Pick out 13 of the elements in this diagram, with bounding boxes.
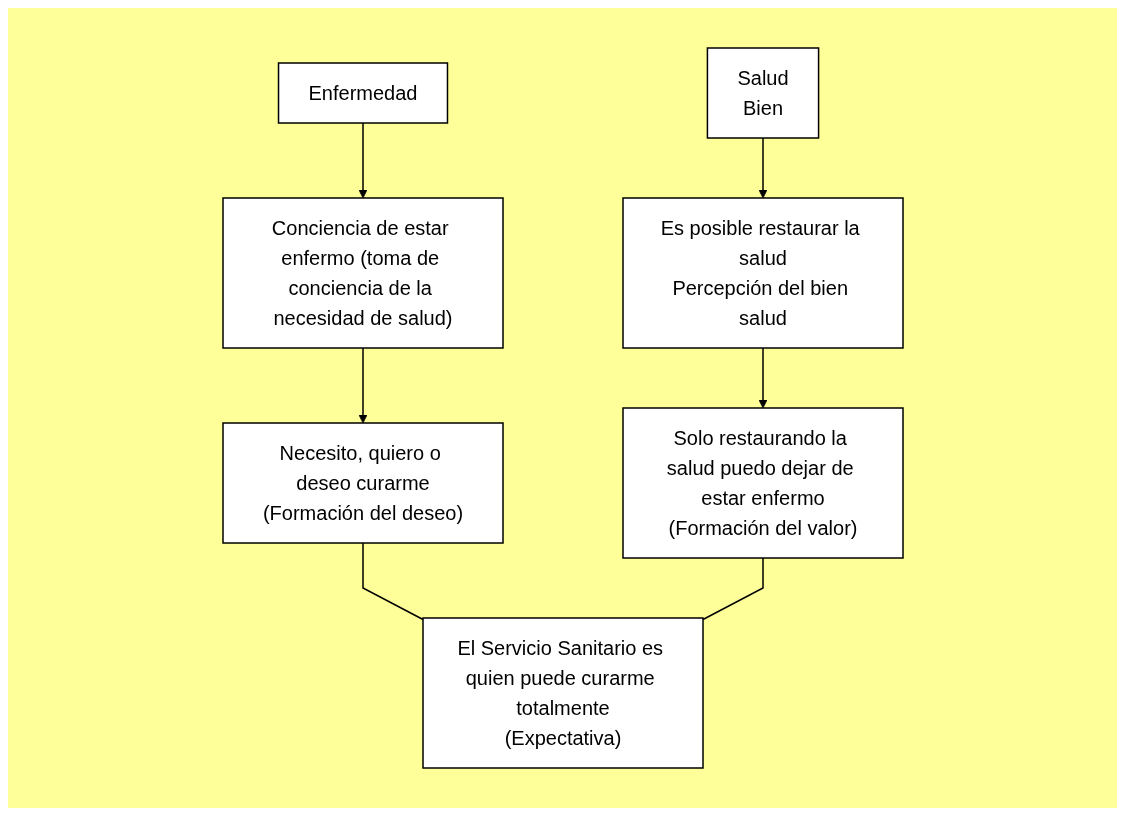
node-box: Solo restaurando la salud puedo dejar de estar enfermo (Formación del valor) bbox=[621, 407, 904, 559]
node-box: Es posible restaurar la salud Percepción del bien salud bbox=[621, 197, 904, 349]
connector bbox=[701, 557, 764, 621]
connector bbox=[361, 542, 424, 621]
arrow bbox=[758, 347, 767, 409]
node-box: Enfermedad bbox=[277, 62, 448, 124]
arrow bbox=[358, 122, 367, 199]
node-box: Salud Bien bbox=[706, 47, 819, 139]
arrow bbox=[358, 347, 367, 424]
node-box: Conciencia de estar enfermo (toma de conciencia de la necesidad de salud) bbox=[221, 197, 504, 349]
arrow bbox=[758, 137, 767, 199]
node-box: El Servicio Sanitario es quien puede curarme totalmente (Expectativa) bbox=[421, 617, 704, 769]
node-box: Necesito, quiero o deseo curarme (Formación del deseo) bbox=[221, 422, 504, 544]
